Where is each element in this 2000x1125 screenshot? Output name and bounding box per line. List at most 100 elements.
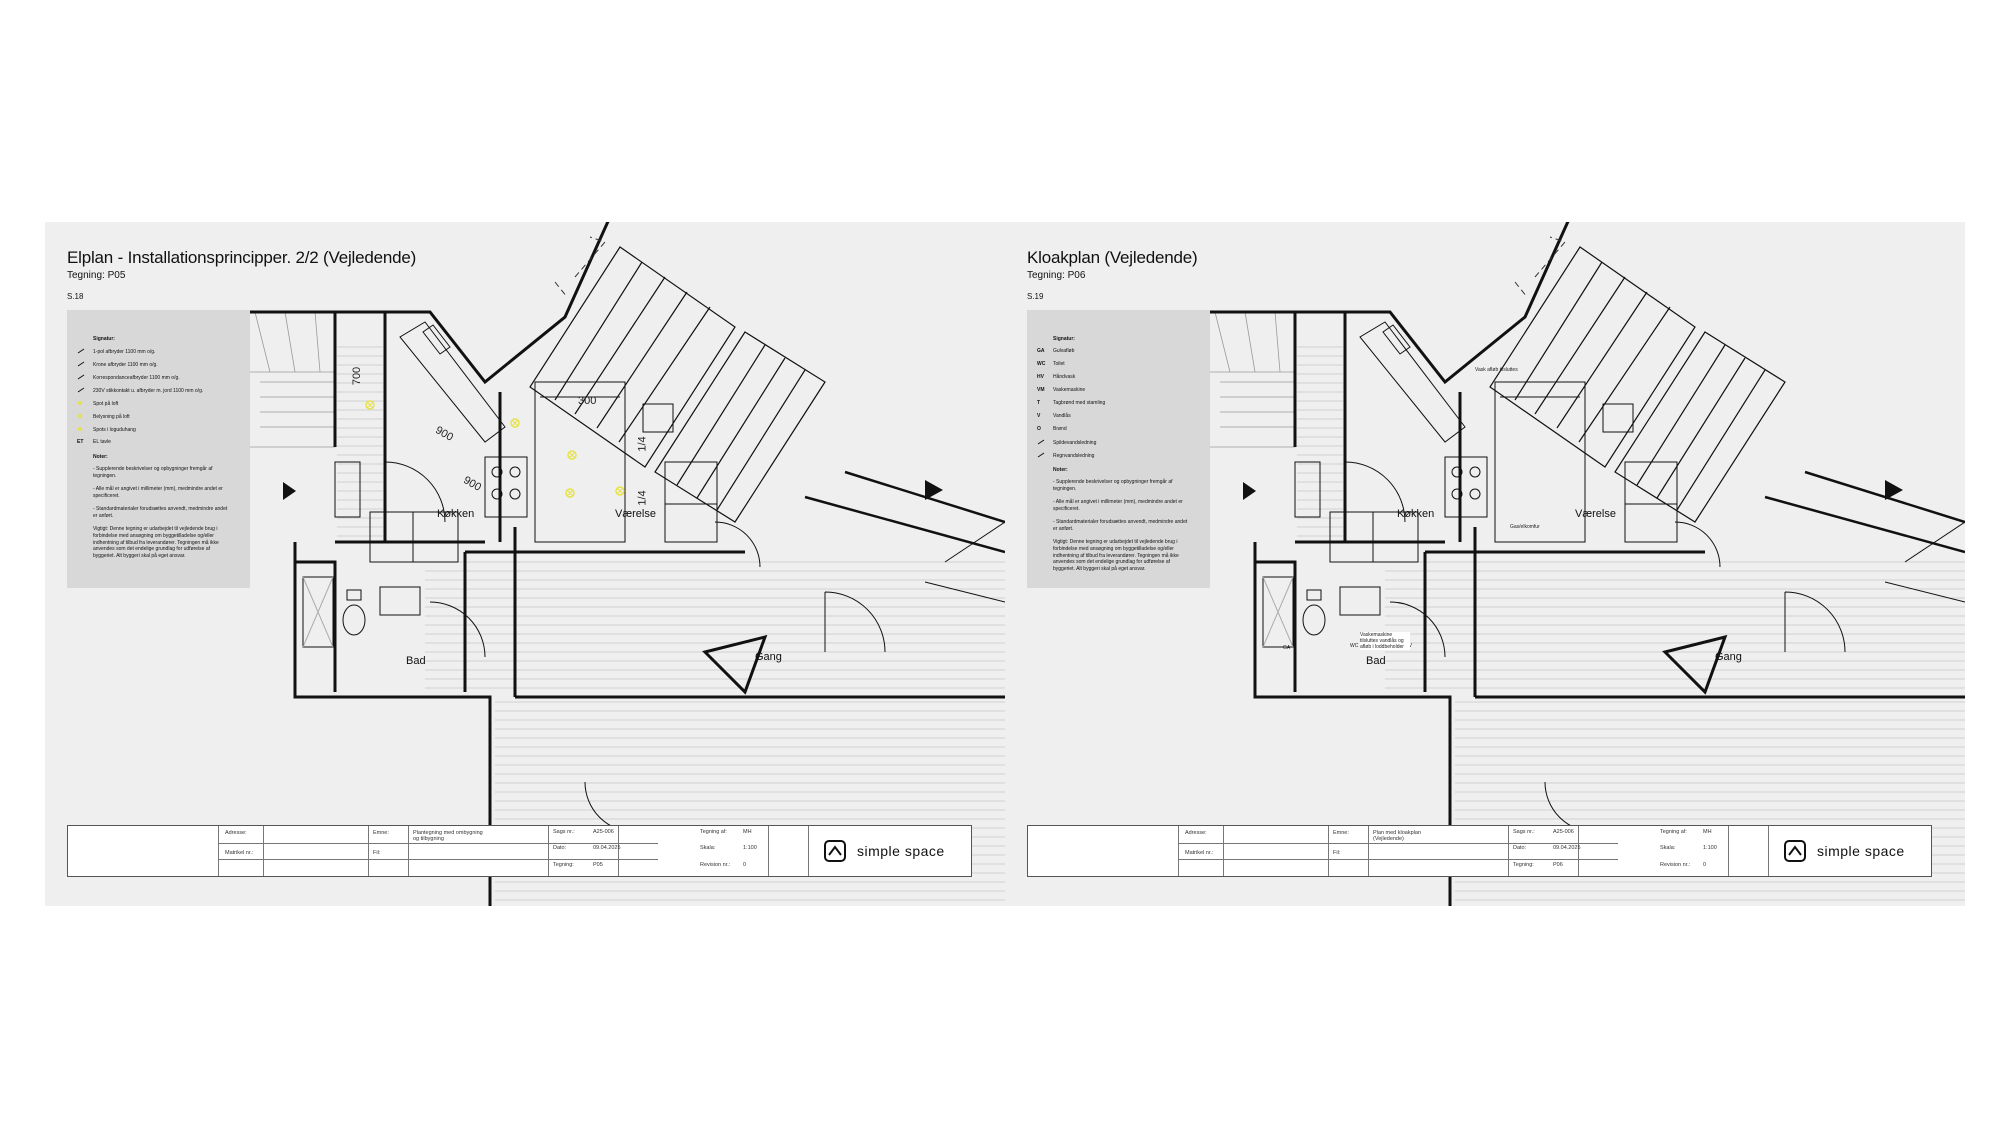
legend-text: Belysning på loft [93, 414, 130, 420]
legend-text: Regnvandsledning [1053, 453, 1095, 459]
title-block-divider [368, 826, 369, 876]
legend-symbol: V [1037, 413, 1041, 419]
right-door-arc [1784, 591, 1846, 653]
notes-heading: Noter: [93, 454, 108, 460]
plumbing-annotation: Vask afløb tilsluttes [1475, 367, 1518, 373]
title-block-divider [1508, 826, 1509, 876]
legend-symbol [1037, 439, 1053, 448]
elplan-sheet: Elplan - Installationsprincipper. 2/2 (V… [45, 222, 1005, 906]
legend-text: Krone afbryder 1100 mm o/g. [93, 362, 158, 368]
title-block-sags-nr-value: A25-006 [593, 829, 614, 835]
page-number: S.18 [67, 292, 84, 301]
title-block-rule [1178, 859, 1618, 860]
title-block-emne: Emne: [373, 830, 389, 836]
legend-item: Spot på loft [77, 400, 118, 409]
title-block: Adresse:Matrikel nr.:Emne:Fil:Plan med k… [1027, 825, 1932, 877]
title-block-matrikel: Matrikel nr.: [1185, 850, 1214, 856]
title-block-fil: Fil: [373, 850, 381, 856]
legend-text: EL tavle [93, 439, 111, 445]
legend-symbol [77, 413, 93, 422]
stove [1444, 456, 1488, 518]
title-block-tegning-af: Tegning af: [700, 829, 727, 835]
logo-text: simple space [1817, 843, 1905, 859]
walls [1200, 222, 1965, 906]
title-block-matrikel: Matrikel nr.: [225, 850, 254, 856]
legend-text: 1-pol afbryder 1100 mm o/g. [93, 349, 156, 355]
fixtures [1262, 321, 1965, 833]
bed [534, 381, 626, 543]
title-block-sags-nr-value: A25-006 [1553, 829, 1574, 835]
page-number: S.19 [1027, 292, 1044, 301]
bed [1494, 381, 1586, 543]
floor-plan-drawing [1199, 222, 1965, 906]
hall-floor-hatch [1385, 561, 1965, 689]
title-block-tegning-af: Tegning af: [1660, 829, 1687, 835]
legend-text: Spots i loguduhang [93, 427, 136, 433]
room-label-bath: Bad [406, 655, 426, 667]
kitchen-counter [1359, 321, 1466, 443]
legend-item: Korrespondanceafbryder 1100 mm o/g. [77, 374, 180, 383]
light-point-icon [78, 414, 82, 418]
title-block-divider [263, 826, 264, 876]
important-note: Vigtigt: Denne tegning er udarbejdet til… [1053, 539, 1179, 572]
title-block-adresse: Adresse: [1185, 830, 1207, 836]
simple-space-logo: simple space [1783, 835, 1928, 867]
legend-symbol: O [1037, 426, 1041, 432]
title-block-tegning-af-value: MH [743, 829, 752, 835]
wash-basin [1339, 586, 1381, 616]
title-block-dato-value: 09.04.2025 [1553, 845, 1581, 851]
floor-plan-drawing [239, 222, 1005, 906]
title-block-emne-value: Plantegning med ombygning og tilbygning [413, 830, 483, 842]
logo-text: simple space [857, 843, 945, 859]
title-block-divider [1768, 826, 1769, 876]
title-block-divider [1328, 826, 1329, 876]
electrical-marker-icon [510, 415, 520, 433]
legend-text: Vandlås [1053, 413, 1071, 419]
title-block: Adresse:Matrikel nr.:Emne:Fil:Plantegnin… [67, 825, 972, 877]
title-block-skala: Skala: [1660, 845, 1676, 851]
legend-item: Krone afbryder 1100 mm o/g. [77, 361, 158, 370]
legend-text: Gulvafløb [1053, 348, 1075, 354]
kitchen-door-arc [1344, 461, 1406, 523]
legend-heading: Signatur: [93, 336, 115, 342]
room-label-hall: Gang [755, 651, 782, 663]
legend-symbol [77, 426, 93, 435]
switch-symbol-icon [1037, 439, 1045, 445]
legend-symbol [77, 374, 93, 383]
title-block-skala-value: 1:100 [743, 845, 757, 851]
right-door-arc [824, 591, 886, 653]
legend-symbol: T [1037, 400, 1041, 406]
title-block-tegning-af-value: MH [1703, 829, 1712, 835]
switch-symbol-icon [77, 361, 85, 367]
title-block-revision-value: 0 [743, 862, 747, 868]
title-block-tegning: Tegning: [1513, 862, 1534, 868]
drawing-number: Tegning: P06 [1027, 270, 1086, 281]
switch-symbol-icon [77, 387, 85, 393]
electrical-marker-icon [565, 485, 575, 503]
title-block-fil: Fil: [1333, 850, 1341, 856]
title-block-divider [218, 826, 219, 876]
title-block-divider [1578, 826, 1579, 876]
title-block-divider [1728, 826, 1729, 876]
sheet-title: Kloakplan (Vejledende) [1027, 248, 1198, 267]
room-label-kitchen: Køkken [1397, 508, 1435, 520]
title-block-tegning: Tegning: [553, 862, 574, 868]
dimension-label: 700 [351, 366, 364, 386]
arrow-left-icon [1243, 482, 1256, 500]
legend-item: V Vandlås [1037, 413, 1071, 420]
legend-item: Spildevandsledning [1037, 439, 1096, 448]
walls [240, 222, 1005, 906]
arrow-right-icon [925, 480, 943, 500]
legend-symbol [77, 348, 93, 357]
legend-item: Belysning på loft [77, 413, 130, 422]
legend-text: Spildevandsledning [1053, 440, 1097, 446]
legend-text: Toilet [1053, 361, 1065, 367]
legend-note: - Standardmaterialer forudsættes anvendt… [93, 506, 228, 519]
legend-text: Korrespondanceafbryder 1100 mm o/g. [93, 375, 180, 381]
legend-item: Regnvandsledning [1037, 452, 1094, 461]
